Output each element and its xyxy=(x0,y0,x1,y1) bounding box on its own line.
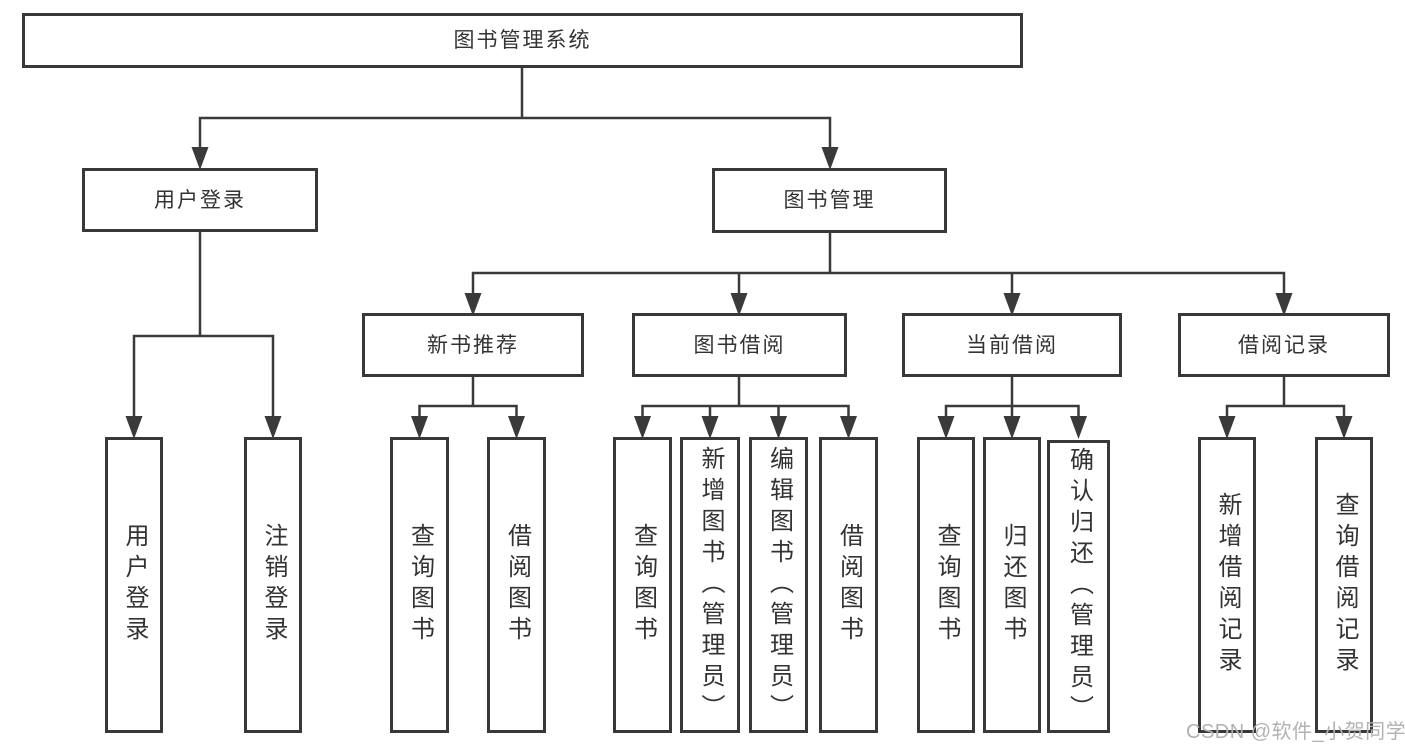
node-add-borrow-record: 新增借阅记录 xyxy=(1198,437,1256,733)
node-confirm-return-admin: 确认归还（管理员） xyxy=(1047,440,1110,733)
node-logout: 注销登录 xyxy=(244,437,302,733)
node-query-books-current: 查询图书 xyxy=(917,437,975,733)
node-return-books: 归还图书 xyxy=(983,437,1041,733)
node-borrow-books: 借阅图书 xyxy=(819,437,878,733)
node-edit-books-admin: 编辑图书（管理员） xyxy=(749,437,808,733)
node-borrowing-records: 借阅记录 xyxy=(1178,313,1390,377)
node-book-borrowing: 图书借阅 xyxy=(632,313,847,377)
node-add-books-admin: 新增图书（管理员） xyxy=(680,437,740,733)
node-book-management: 图书管理 xyxy=(712,168,947,233)
node-query-borrow-record: 查询借阅记录 xyxy=(1315,437,1373,733)
node-user-login-group: 用户登录 xyxy=(82,168,318,232)
connector-user-login-children xyxy=(125,230,282,439)
node-borrow-books-recommend: 借阅图书 xyxy=(487,437,546,733)
node-system-root: 图书管理系统 xyxy=(22,13,1023,68)
connector-borrow-records-children xyxy=(1218,375,1353,439)
connector-current-borrow-children xyxy=(937,375,1087,439)
node-user-login: 用户登录 xyxy=(105,437,163,733)
node-query-books-recommend: 查询图书 xyxy=(390,437,449,733)
node-new-book-recommendation: 新书推荐 xyxy=(362,313,584,377)
connector-root-to-level2 xyxy=(191,66,839,170)
csdn-watermark: CSDN @软件_小贺同学 xyxy=(1186,721,1405,743)
node-current-borrowing: 当前借阅 xyxy=(902,313,1122,377)
connector-new-book-children xyxy=(411,375,525,439)
connector-book-borrow-children xyxy=(634,375,857,439)
connector-book-mgmt-to-level3 xyxy=(464,231,1293,316)
node-query-books-borrow: 查询图书 xyxy=(613,437,672,733)
